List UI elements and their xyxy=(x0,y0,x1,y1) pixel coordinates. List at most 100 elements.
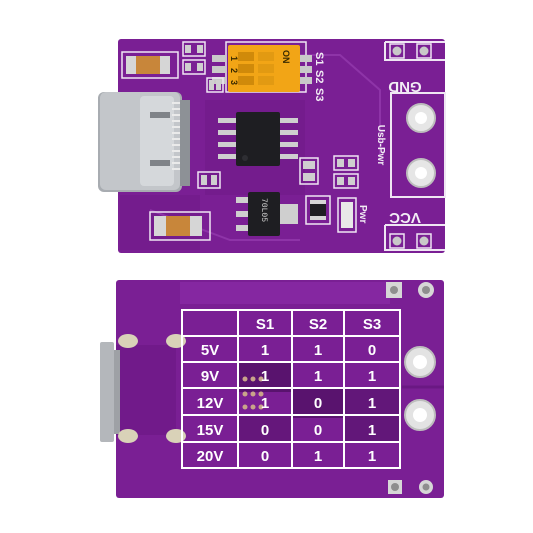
voltage-config-table: S1 S2 S3 5V 1 1 0 9V 1 1 1 12V 1 0 1 15V… xyxy=(181,309,401,469)
table-cell: 1 xyxy=(261,342,269,359)
ic-pin1-dot xyxy=(242,155,248,161)
pin xyxy=(298,77,312,84)
dip-number-1: 1 xyxy=(229,56,239,61)
table-header-s3: S3 xyxy=(363,316,381,333)
table-cell: 1 xyxy=(314,448,322,465)
vcc-label: VCC xyxy=(389,209,421,226)
table-cell: 0 xyxy=(314,395,322,412)
mounting-hole-inner xyxy=(413,355,427,369)
capacitor-pad xyxy=(160,56,170,74)
switch-label-s2: S2 xyxy=(313,70,325,83)
smd-pad xyxy=(197,45,203,53)
dip-number-2: 2 xyxy=(229,68,239,73)
silk-outline xyxy=(384,224,445,251)
pad-outline xyxy=(389,43,405,59)
usb-c-connector xyxy=(98,92,190,192)
smd-outline xyxy=(182,59,206,75)
mounting-hole-inner xyxy=(415,112,427,124)
solder-pad xyxy=(392,46,402,56)
dip-on-label: ON xyxy=(281,50,291,64)
table-cell: 1 xyxy=(314,368,322,385)
pin xyxy=(212,55,226,62)
smd-pad xyxy=(209,80,214,90)
table-header-s1: S1 xyxy=(256,316,274,333)
table-row-voltage: 9V xyxy=(201,368,219,385)
capacitor-outline xyxy=(121,51,179,79)
table-cell: 0 xyxy=(261,448,269,465)
power-led xyxy=(341,202,353,228)
terminal-block-outline xyxy=(390,92,446,198)
smd-pad xyxy=(197,63,203,71)
solder-pad xyxy=(392,236,402,246)
capacitor-body xyxy=(136,56,160,74)
pin xyxy=(298,66,312,73)
dip-toggle xyxy=(258,76,274,85)
voltage-regulator: 70L05 xyxy=(236,192,298,236)
smd-pad xyxy=(185,63,191,71)
smd-pad xyxy=(185,45,191,53)
dip-toggle xyxy=(258,52,274,61)
switch-label-s3: S3 xyxy=(313,88,325,101)
table-row-voltage: 5V xyxy=(201,342,219,359)
table-cell: 0 xyxy=(314,422,322,439)
dip-toggle xyxy=(238,52,254,61)
usb-c-edge xyxy=(100,342,114,442)
pad-outline xyxy=(389,233,405,249)
bottom-pcb-board: S1 S2 S3 5V 1 1 0 9V 1 1 1 12V 1 0 1 15V… xyxy=(100,280,444,498)
smd-outline xyxy=(333,173,359,189)
table-cell: 1 xyxy=(368,368,376,385)
dip-toggle xyxy=(238,76,254,85)
usb-pwr-label: Usb-Pwr xyxy=(375,125,386,166)
ic-body xyxy=(236,112,280,166)
copper-pour xyxy=(180,282,390,304)
copper-pour xyxy=(116,345,176,435)
through-hole-pad xyxy=(118,334,138,348)
gnd-label: GND xyxy=(388,78,422,95)
capacitor-outline xyxy=(149,211,211,241)
table-cell: 1 xyxy=(368,395,376,412)
trace xyxy=(300,54,381,160)
table-header-s2: S2 xyxy=(309,316,327,333)
resistor-outline xyxy=(305,195,331,225)
solder-pad xyxy=(419,46,429,56)
smd-outline xyxy=(333,155,359,171)
via xyxy=(390,286,398,294)
usb-shell-highlight xyxy=(140,96,174,186)
smd-pad xyxy=(216,80,221,90)
switch-label-s1: S1 xyxy=(313,52,325,65)
table-row-voltage: 15V xyxy=(197,422,224,439)
controller-ic xyxy=(218,112,298,166)
table-cell: 1 xyxy=(368,422,376,439)
smd-outline xyxy=(182,41,206,57)
table-cell: 0 xyxy=(261,422,269,439)
table-cell: 1 xyxy=(314,342,322,359)
table-cell: 1 xyxy=(368,448,376,465)
dip-toggle xyxy=(258,64,274,73)
regulator-body xyxy=(248,192,280,236)
solder-pad xyxy=(419,236,429,246)
table-cell: 1 xyxy=(261,368,269,385)
smd-outline xyxy=(206,77,224,93)
usb-tab xyxy=(150,160,170,166)
pin xyxy=(298,55,312,62)
silk-outline xyxy=(384,41,445,61)
capacitor-pad xyxy=(126,56,136,74)
pin xyxy=(212,66,226,73)
dip-number-3: 3 xyxy=(229,80,239,85)
mounting-hole-inner xyxy=(413,408,427,422)
table-cell: 1 xyxy=(261,395,269,412)
smd-outline xyxy=(299,157,319,185)
resistor-body xyxy=(310,200,326,220)
table-cell: 0 xyxy=(368,342,376,359)
dip-toggle xyxy=(238,64,254,73)
regulator-marking: 70L05 xyxy=(259,198,268,222)
table-row-voltage: 12V xyxy=(197,395,224,412)
top-pcb-board: GND VCC Usb-Pwr S1 S2 S3 xyxy=(98,39,446,253)
table-row-voltage: 20V xyxy=(197,448,224,465)
smd-outline xyxy=(197,171,221,189)
led-outline xyxy=(337,197,357,233)
mounting-hole-inner xyxy=(415,167,427,179)
usb-tab xyxy=(150,112,170,118)
usb-pins-back xyxy=(180,100,190,186)
